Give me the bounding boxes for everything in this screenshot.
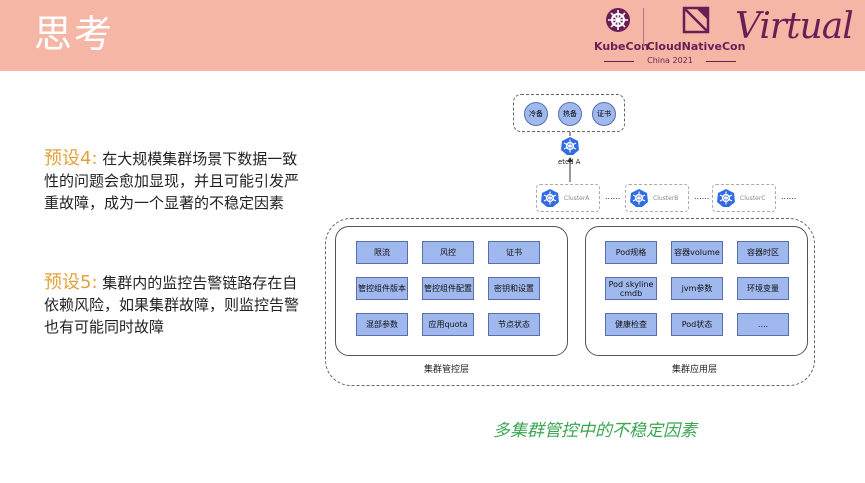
- control-node-risk: 风控: [422, 241, 474, 264]
- cluster-c-k8s-icon: [717, 189, 735, 207]
- backup-cert: 证书: [592, 102, 616, 126]
- virtual-logo: Virtual: [735, 6, 854, 47]
- kubecon-wheel-icon: [606, 8, 630, 32]
- ellipsis-1: ......: [605, 192, 621, 201]
- app-node-cmdb: Pod skyline cmdb: [605, 277, 657, 300]
- control-node-cert: 证书: [488, 241, 540, 264]
- app-node-health: 健康检查: [605, 313, 657, 336]
- assumption-4-text: 在大规模集群场景下数据一致性的问题会愈加显现，并且可能引发严重故障，成为一个显著…: [44, 150, 300, 212]
- slide-title: 思考: [34, 12, 115, 56]
- cluster-b-label: ClusterB: [653, 195, 679, 202]
- control-node-version: 管控组件版本: [356, 277, 408, 300]
- control-layer-box: [335, 226, 568, 356]
- cloudnativecon-icon: [682, 6, 710, 34]
- cluster-c: [712, 184, 776, 212]
- etcd-connector: [567, 132, 573, 182]
- assumption-4-lead: 预设4:: [44, 148, 98, 169]
- event-label: China 2021: [600, 56, 740, 65]
- control-node-config: 管控组件配置: [422, 277, 474, 300]
- etcd-label: etcd A: [558, 158, 581, 166]
- assumption-5: 预设5: 集群内的监控告警链路存在自依赖风险，如果集群故障，则监控告警也有可能同…: [44, 272, 306, 338]
- cluster-a: [536, 184, 600, 212]
- app-node-more: ....: [737, 313, 789, 336]
- cluster-c-label: ClusterC: [740, 195, 766, 202]
- header-banner: [0, 0, 865, 71]
- control-layer-label: 集群管控层: [424, 365, 470, 375]
- backup-cold: 冷备: [524, 102, 548, 126]
- app-node-jvm: jvm参数: [671, 277, 723, 300]
- backup-group: [513, 94, 625, 132]
- cluster-b: [625, 184, 689, 212]
- app-node-env: 环境变量: [737, 277, 789, 300]
- control-node-secrets: 密钥和设置: [488, 277, 540, 300]
- control-node-rate-limit: 限流: [356, 241, 408, 264]
- cluster-a-k8s-icon: [541, 189, 559, 207]
- app-node-pod-spec: Pod规格: [605, 241, 657, 264]
- outer-layer-group: [325, 218, 815, 386]
- cloudnativecon-logo: CloudNativeCon: [646, 6, 746, 53]
- etcd-k8s-icon: [561, 137, 579, 155]
- ellipsis-3: ......: [781, 192, 797, 201]
- diagram-caption: 多集群管控中的不稳定因素: [493, 421, 697, 441]
- kubecon-label: KubeCon: [594, 40, 649, 53]
- app-layer-label: 集群应用层: [672, 365, 718, 375]
- assumption-5-lead: 预设5:: [44, 272, 98, 293]
- app-node-pod-status: Pod状态: [671, 313, 723, 336]
- ellipsis-2: ......: [694, 192, 710, 201]
- cloudnativecon-label: CloudNativeCon: [646, 40, 746, 53]
- control-node-colocation: 混部参数: [356, 313, 408, 336]
- cluster-a-label: ClusterA: [564, 195, 590, 202]
- assumption-5-text: 集群内的监控告警链路存在自依赖风险，如果集群故障，则监控告警也有可能同时故障: [44, 274, 300, 336]
- logo-divider: [643, 8, 644, 48]
- cluster-b-k8s-icon: [630, 189, 648, 207]
- app-layer-box: [585, 226, 808, 356]
- control-node-node-status: 节点状态: [488, 313, 540, 336]
- assumption-4: 预设4: 在大规模集群场景下数据一致性的问题会愈加显现，并且可能引发严重故障，成…: [44, 148, 306, 214]
- kubecon-logo: KubeCon: [594, 6, 649, 53]
- control-node-quota: 应用quota: [422, 313, 474, 336]
- event-text: China 2021: [647, 56, 693, 65]
- app-node-timezone: 容器时区: [737, 241, 789, 264]
- backup-hot: 热备: [558, 102, 582, 126]
- app-node-volume: 容器volume: [671, 241, 723, 264]
